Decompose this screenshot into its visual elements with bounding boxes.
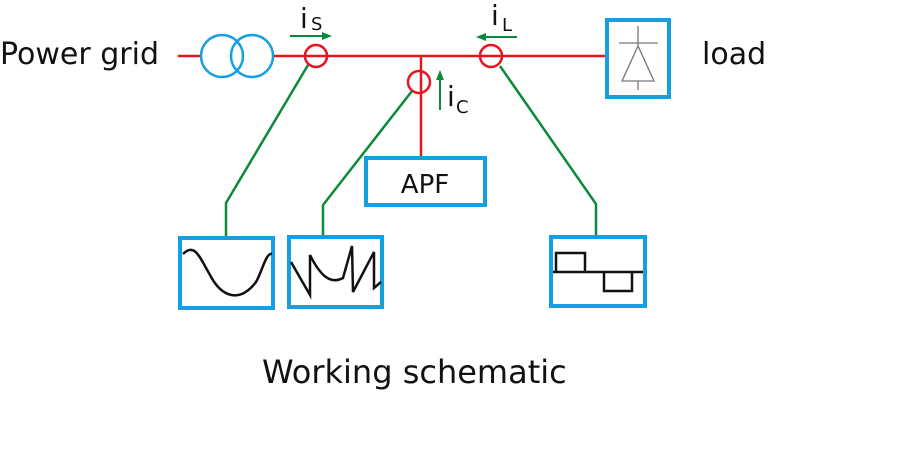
sawtooth-wave-icon [289,245,382,300]
apf-box: APF [364,156,487,207]
load-label: load [702,37,766,72]
arrow-right-icon [322,32,332,40]
transformer-icon [199,33,275,79]
square-wave-icon [553,251,643,293]
source-current-subscript: S [311,14,322,35]
source-current-label: i [300,2,308,35]
compensation-signal-line [321,90,413,236]
apf-label: APF [401,170,449,200]
load-signal-line [498,65,598,236]
load-box [605,18,671,99]
load-current-label: i [491,0,499,32]
compensation-current-sensor [406,69,432,95]
load-current-indicator: i L [476,0,517,41]
compensation-current-label: i [447,80,455,113]
source-waveform-box [178,236,275,310]
load-current-subscript: L [502,15,512,36]
compensation-current-indicator: i C [436,70,469,118]
rectifier-diode-icon [619,26,658,90]
load-waveform-box [549,235,647,308]
compensation-current-subscript: C [456,97,469,118]
arrow-up-icon [436,70,444,80]
source-current-indicator: i S [290,2,332,40]
compensation-waveform-box [287,235,384,309]
arrow-left-icon [476,33,486,41]
power-grid-label: Power grid [0,37,159,72]
source-signal-line [224,64,310,236]
sine-wave-icon [182,248,273,297]
diagram-caption: Working schematic [262,353,567,391]
